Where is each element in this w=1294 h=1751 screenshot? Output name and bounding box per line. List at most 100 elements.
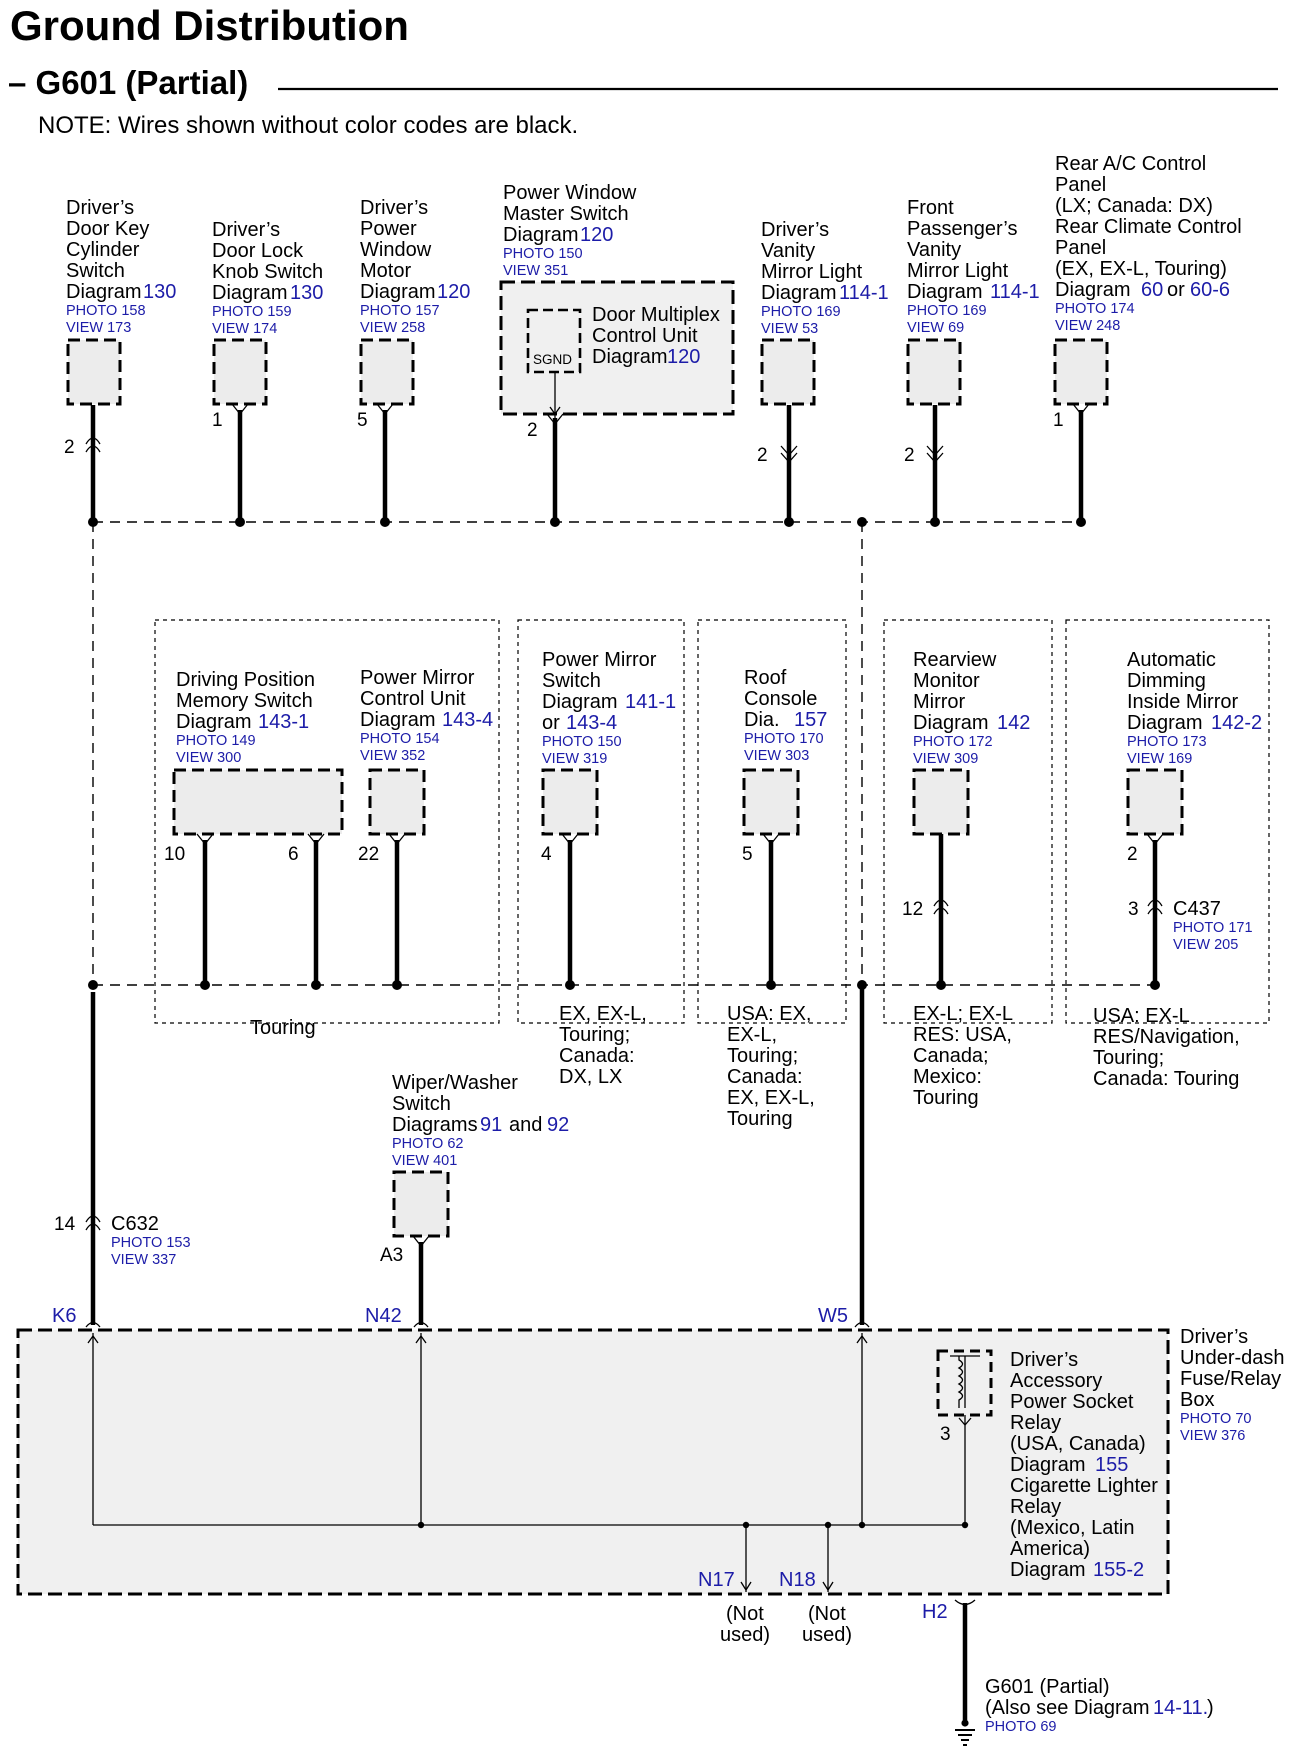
photo-ref[interactable]: PHOTO 154 — [360, 731, 440, 747]
svg-text:used): used) — [802, 1624, 852, 1646]
driving-position-memory-switch[interactable]: Driving Position Memory Switch Diagram 1… — [164, 669, 344, 865]
diagram-link[interactable]: 120 — [437, 281, 470, 303]
note-line: EX-L; EX-L — [913, 1003, 1013, 1025]
label: Rear Climate Control — [1055, 216, 1242, 238]
diagram-link[interactable]: 60-6 — [1190, 279, 1230, 301]
photo-ref[interactable]: PHOTO 169 — [907, 303, 987, 319]
note-line: EX, EX-L, — [727, 1087, 815, 1109]
pin-n42: N42 — [365, 1305, 402, 1327]
label: Diagram — [360, 709, 436, 731]
pin-number: 6 — [288, 844, 299, 865]
view-ref[interactable]: VIEW 174 — [212, 321, 277, 337]
master-switch-box — [499, 280, 735, 416]
wiper-washer-switch[interactable]: Wiper/Washer Switch Diagrams 91 and 92 P… — [380, 1072, 569, 1266]
photo-ref[interactable]: PHOTO 70 — [1180, 1411, 1251, 1427]
power-mirror-control-unit[interactable]: Power Mirror Control Unit Diagram 143-4 … — [358, 667, 493, 865]
view-ref[interactable]: VIEW 337 — [111, 1252, 176, 1268]
connector-c632[interactable]: 14 C632 PHOTO 153 VIEW 337 — [54, 1213, 191, 1268]
label: Dia. — [744, 709, 780, 731]
label: Monitor — [913, 670, 980, 692]
power-window-master-switch[interactable]: Power Window Master Switch Diagram 120 P… — [499, 182, 735, 441]
photo-ref[interactable]: PHOTO 169 — [761, 304, 841, 320]
connector-box — [368, 768, 426, 836]
ground-icon — [955, 1729, 975, 1746]
photo-ref[interactable]: PHOTO 153 — [111, 1235, 191, 1251]
diagram-link[interactable]: 114-1 — [990, 281, 1040, 303]
multiplex-unit-box — [526, 308, 582, 374]
diagram-link[interactable]: 157 — [794, 709, 827, 731]
photo-ref[interactable]: PHOTO 157 — [360, 303, 440, 319]
diagram-link[interactable]: 92 — [547, 1114, 569, 1136]
ground-g601[interactable]: H2 G601 (Partial) (Also see Diagram 14-1… — [922, 1599, 1214, 1746]
view-ref[interactable]: VIEW 69 — [907, 320, 964, 336]
pin-n17: N17 — [698, 1569, 735, 1591]
label: Power Window — [503, 182, 637, 204]
photo-ref[interactable]: PHOTO 158 — [66, 303, 146, 319]
pin-number: 10 — [164, 844, 185, 865]
photo-ref[interactable]: PHOTO 170 — [744, 731, 824, 747]
view-ref[interactable]: VIEW 401 — [392, 1153, 457, 1169]
roof-console[interactable]: Roof Console Dia. 157 PHOTO 170 VIEW 303… — [742, 667, 827, 865]
view-ref[interactable]: VIEW 351 — [503, 263, 568, 279]
photo-ref[interactable]: PHOTO 150 — [542, 734, 622, 750]
diagram-link[interactable]: 143-1 — [258, 711, 309, 733]
driver-vanity-mirror-light[interactable]: Driver’s Vanity Mirror Light Diagram 114… — [757, 219, 889, 466]
option-notes: Touring EX, EX-L, Touring; Canada: DX, L… — [250, 1003, 1240, 1130]
view-ref[interactable]: VIEW 205 — [1173, 937, 1238, 953]
diagram-link[interactable]: 114-1 — [839, 282, 889, 304]
diagram-link[interactable]: 142 — [997, 712, 1030, 734]
front-passenger-vanity-mirror-light[interactable]: Front Passenger’s Vanity Mirror Light Di… — [904, 197, 1040, 466]
view-ref[interactable]: VIEW 248 — [1055, 318, 1120, 334]
diagram-link[interactable]: 143-4 — [566, 712, 617, 734]
view-ref[interactable]: VIEW 300 — [176, 750, 241, 766]
view-ref[interactable]: VIEW 309 — [913, 751, 978, 767]
label: Driver’s — [360, 197, 428, 219]
photo-ref[interactable]: PHOTO 150 — [503, 246, 583, 262]
photo-ref[interactable]: PHOTO 149 — [176, 733, 256, 749]
view-ref[interactable]: VIEW 319 — [542, 751, 607, 767]
view-ref[interactable]: VIEW 352 — [360, 748, 425, 764]
rear-ac-control-panel[interactable]: Rear A/C Control Panel (LX; Canada: DX) … — [1053, 153, 1242, 431]
diagram-link[interactable]: 120 — [667, 346, 700, 368]
connector-name: C632 — [111, 1213, 159, 1235]
power-mirror-switch[interactable]: Power Mirror Switch Diagram 141-1 or 143… — [541, 649, 676, 865]
photo-ref[interactable]: PHOTO 173 — [1127, 734, 1207, 750]
label: Mirror Light — [907, 260, 1009, 282]
diagram-link[interactable]: 143-4 — [442, 709, 493, 731]
diagram-link[interactable]: 120 — [580, 224, 613, 246]
view-ref[interactable]: VIEW 169 — [1127, 751, 1192, 767]
view-ref[interactable]: VIEW 376 — [1180, 1428, 1245, 1444]
diagram-link[interactable]: 130 — [290, 282, 323, 304]
diagram-link[interactable]: 91 — [480, 1114, 502, 1136]
diagram-link[interactable]: 142-2 — [1211, 712, 1262, 734]
diagram-link[interactable]: 60 — [1141, 279, 1163, 301]
door-key-cylinder-switch[interactable]: Driver’s Door Key Cylinder Switch Diagra… — [64, 197, 176, 458]
rearview-monitor-mirror[interactable]: Rearview Monitor Mirror Diagram 142 PHOT… — [902, 649, 1030, 920]
automatic-dimming-inside-mirror[interactable]: Automatic Dimming Inside Mirror Diagram … — [1126, 649, 1262, 953]
label: Memory Switch — [176, 690, 313, 712]
photo-ref[interactable]: PHOTO 62 — [392, 1136, 463, 1152]
diagram-link[interactable]: 141-1 — [625, 691, 676, 713]
photo-ref[interactable]: PHOTO 172 — [913, 734, 993, 750]
relay-label: Diagram — [1010, 1454, 1086, 1476]
view-ref[interactable]: VIEW 303 — [744, 748, 809, 764]
photo-ref[interactable]: PHOTO 174 — [1055, 301, 1135, 317]
photo-ref[interactable]: PHOTO 159 — [212, 304, 292, 320]
photo-ref[interactable]: PHOTO 171 — [1173, 920, 1253, 936]
touring-note: Touring — [250, 1017, 316, 1039]
door-lock-knob-switch[interactable]: Driver’s Door Lock Knob Switch Diagram 1… — [212, 219, 323, 431]
relay-label: Diagram — [1010, 1559, 1086, 1581]
under-dash-fuse-relay-box[interactable]: K6 N42 W5 Driver’s Under-dash Fuse/Relay… — [16, 1305, 1285, 1596]
diagram-link[interactable]: 14-11. — [1153, 1697, 1208, 1719]
diagram-link[interactable]: 155-2 — [1093, 1559, 1144, 1581]
driver-power-window-motor[interactable]: Driver’s Power Window Motor Diagram 120 … — [357, 197, 470, 431]
diagram-link[interactable]: 130 — [143, 281, 176, 303]
photo-ref[interactable]: PHOTO 69 — [985, 1719, 1056, 1735]
view-ref[interactable]: VIEW 173 — [66, 320, 131, 336]
view-ref[interactable]: VIEW 258 — [360, 320, 425, 336]
view-ref[interactable]: VIEW 53 — [761, 321, 818, 337]
label: Inside Mirror — [1127, 691, 1238, 713]
note-line: DX, LX — [559, 1066, 622, 1088]
connector-box — [541, 768, 599, 836]
diagram-link[interactable]: 155 — [1095, 1454, 1128, 1476]
